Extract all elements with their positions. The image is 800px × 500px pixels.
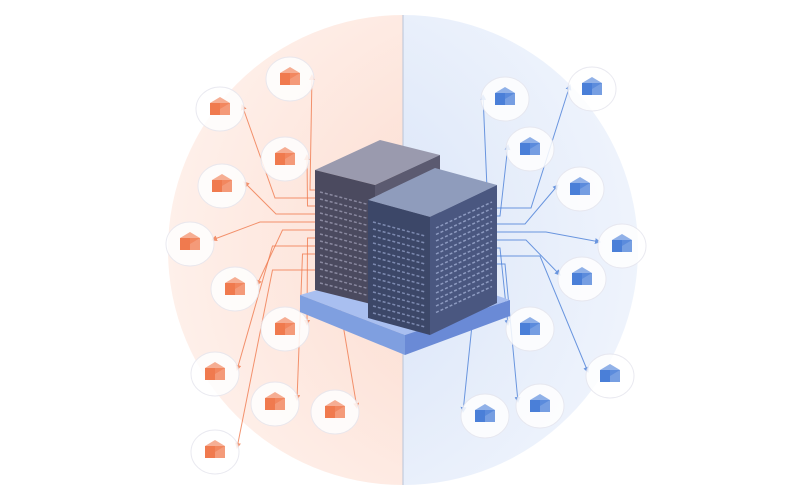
payment-terminal-icon <box>210 266 260 312</box>
server-rack-right <box>368 168 497 335</box>
cloud-upload-icon <box>505 306 555 352</box>
presentation-board-icon <box>190 351 240 397</box>
storage-box-icon <box>310 389 360 435</box>
cloud-chat-icon <box>585 353 635 399</box>
factory-icon <box>555 166 605 212</box>
monitor-icon <box>265 56 315 102</box>
user-profile-icon <box>505 126 555 172</box>
gears-icon <box>250 381 300 427</box>
connector-arrow <box>235 269 330 449</box>
clipboard-icon <box>260 306 310 352</box>
connector-arrow <box>235 245 330 371</box>
connector-arrow <box>243 181 330 215</box>
microscope-icon <box>190 429 240 475</box>
connector-arrow <box>211 221 330 242</box>
books-icon <box>460 393 510 439</box>
coin-stack-icon <box>195 86 245 132</box>
printer-icon <box>557 256 607 302</box>
connector-arrow <box>256 229 330 286</box>
headset-icon <box>515 383 565 429</box>
network-switch-icon <box>480 76 530 122</box>
right-tint-disc <box>403 15 638 485</box>
cube-icon <box>597 223 647 269</box>
lightbulb-icon <box>197 163 247 209</box>
folder-icon <box>165 221 215 267</box>
connector-arrow <box>240 104 330 199</box>
wifi-signal-icon <box>567 66 617 112</box>
document-stack-icon <box>260 136 310 182</box>
